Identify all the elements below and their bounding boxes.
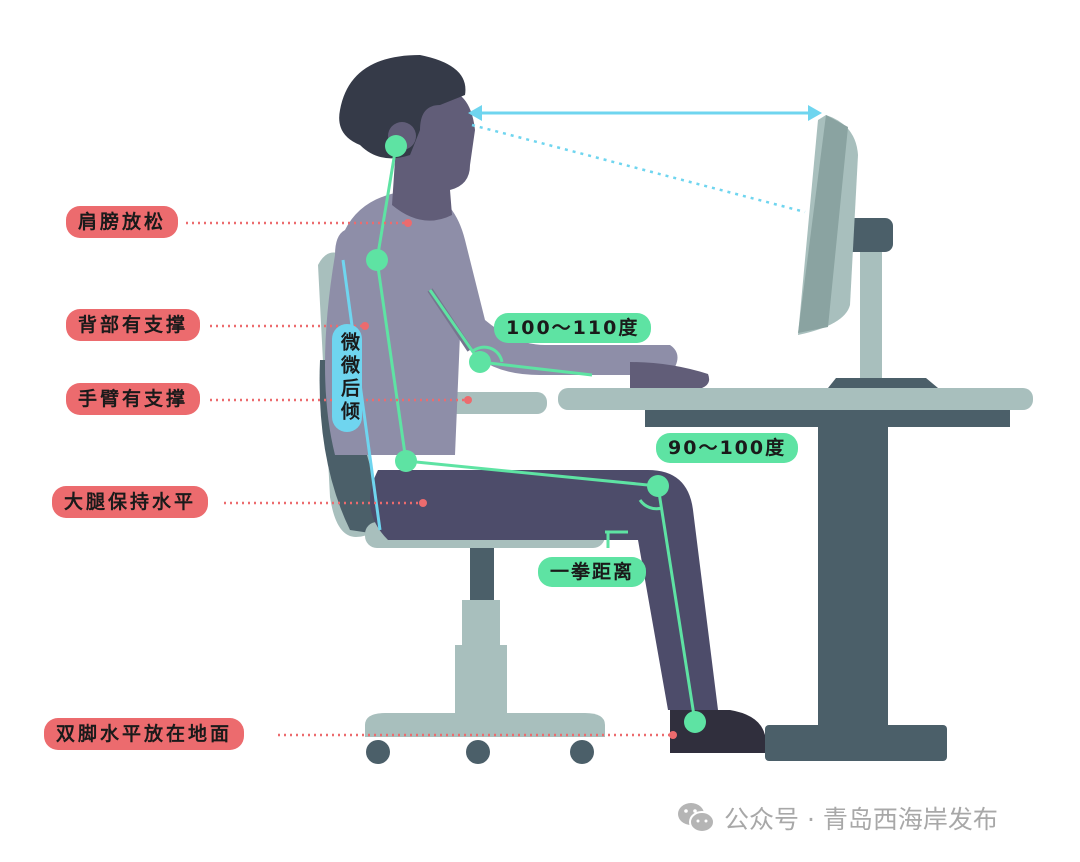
desk — [558, 388, 1033, 761]
leader-dots — [361, 219, 677, 739]
monitor — [798, 115, 938, 388]
fist-gap-label: 一拳距离 — [538, 557, 647, 587]
wechat-icon — [678, 803, 715, 833]
knee-angle-label: 90～100度 — [656, 433, 799, 463]
label-arms: 手臂有支撑 — [66, 383, 201, 415]
watermark-text: 公众号 · 青岛西海岸发布 — [724, 805, 998, 834]
label-back: 背部有支撑 — [66, 309, 201, 341]
watermark: 公众号 · 青岛西海岸发布 — [676, 800, 998, 836]
recline-label: 微微后倾 — [332, 324, 362, 432]
elbow-angle-label: 100～110度 — [494, 313, 652, 343]
skeleton-joints — [366, 135, 706, 733]
label-feet: 双脚水平放在地面 — [44, 718, 245, 750]
label-thighs: 大腿保持水平 — [52, 486, 209, 518]
label-shoulders: 肩膀放松 — [66, 206, 179, 238]
